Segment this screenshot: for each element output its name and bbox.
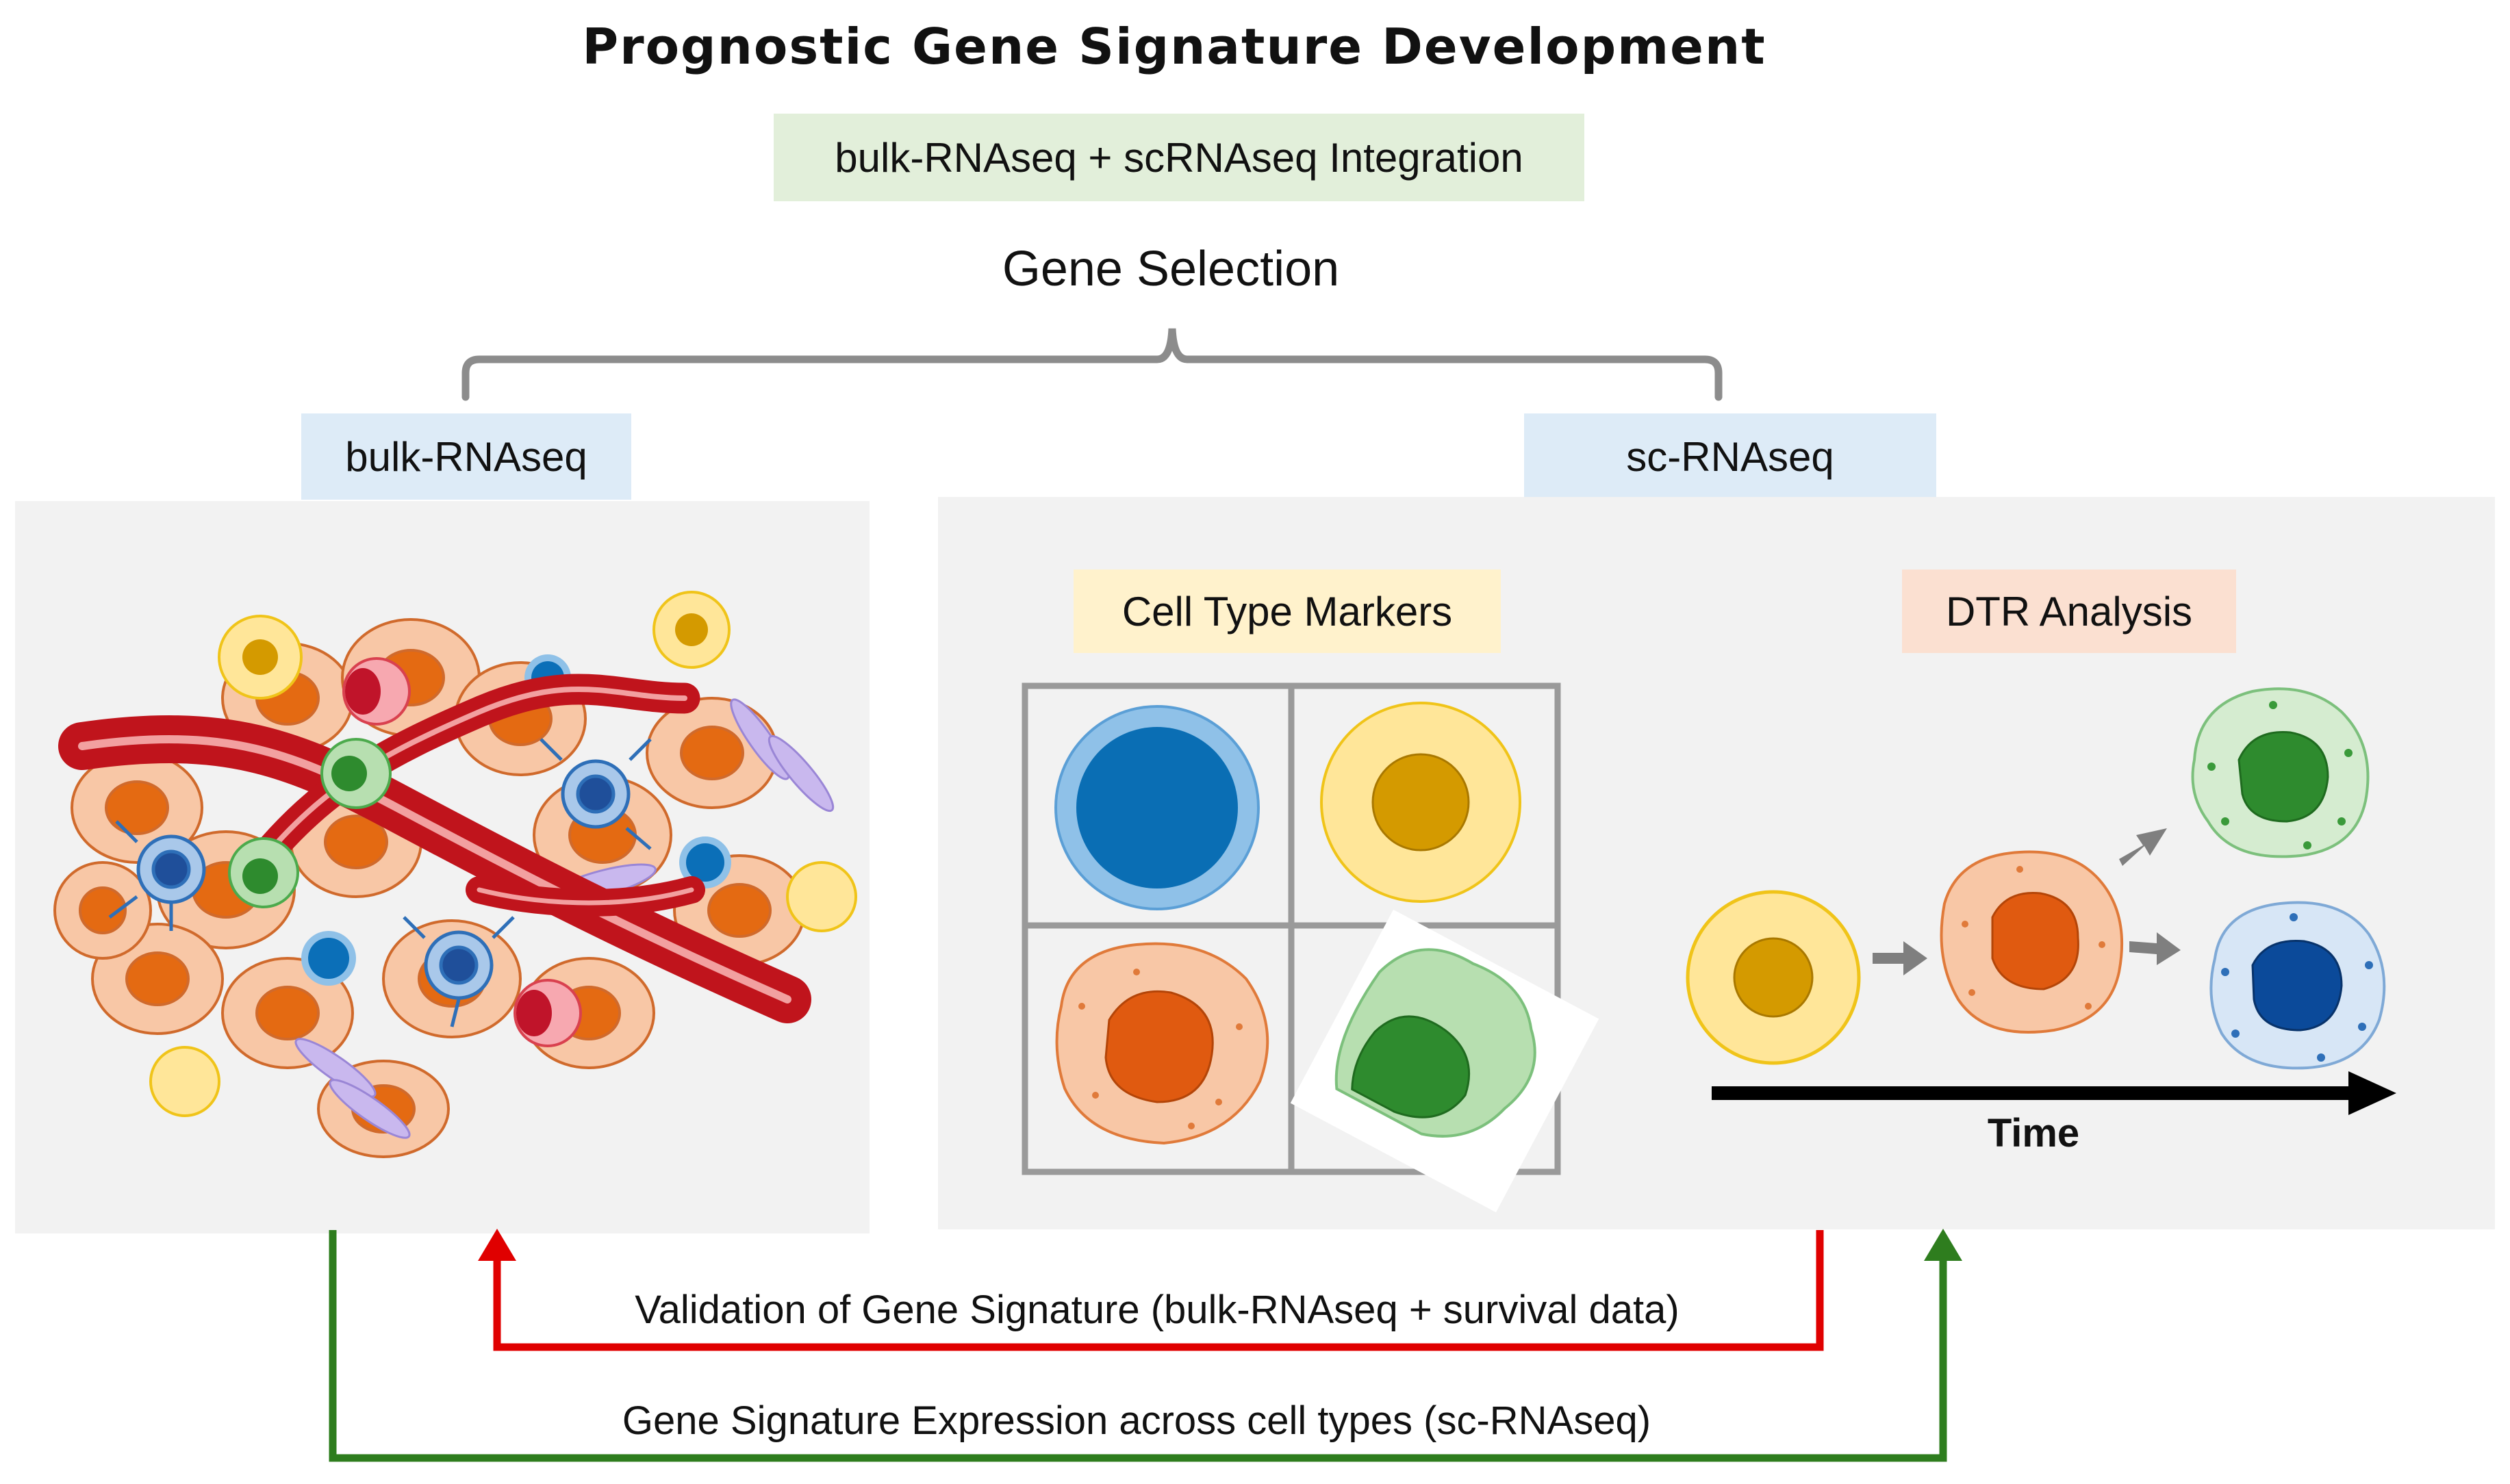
gene-selection-label: Gene Selection (1002, 242, 1340, 296)
expression-label: Gene Signature Expression across cell ty… (622, 1398, 1651, 1443)
time-arrow (1712, 1071, 2396, 1115)
lymphocyte-cell-icon (1054, 705, 1260, 910)
cell-type-markers-box: Cell Type Markers (1074, 570, 1501, 653)
dendritic-cells (108, 738, 652, 1027)
bulk-label-box: bulk-RNAseq (301, 413, 631, 500)
expression-arrow (329, 1230, 1947, 1462)
intermediate-tumor-cell-icon (1940, 850, 2124, 1034)
integration-label: bulk-RNAseq + scRNAseq Integration (835, 134, 1523, 181)
progenitor-cell-icon (1686, 890, 1861, 1065)
branch-arrows (2119, 828, 2181, 965)
validation-arrow (493, 1230, 1824, 1351)
expression-arrowhead (1924, 1229, 1962, 1261)
tumor-cell-icon (1055, 942, 1269, 1145)
sc-label: sc-RNAseq (1626, 433, 1834, 480)
dtr-analysis-box: DTR Analysis (1902, 570, 2236, 653)
red-cells (342, 657, 582, 1047)
validation-arrowhead (478, 1229, 516, 1261)
blood-vessel (58, 674, 811, 1023)
validation-label: Validation of Gene Signature (bulk-RNAse… (635, 1288, 1679, 1332)
cell-type-markers-label: Cell Type Markers (1121, 588, 1453, 635)
differentiated-blue-cell-icon (2209, 901, 2386, 1070)
time-label: Time (1987, 1111, 2080, 1155)
sc-label-box: sc-RNAseq (1524, 413, 1936, 500)
green-macrophages (228, 738, 392, 908)
yellow-cells (149, 591, 857, 1117)
dtr-analysis-label: DTR Analysis (1945, 588, 2193, 635)
differentiated-green-cell-icon (2191, 687, 2370, 858)
integration-box: bulk-RNAseq + scRNAseq Integration (774, 114, 1584, 201)
trajectory-arrow (1873, 941, 1927, 975)
macrophage-cell-icon (1290, 909, 1599, 1213)
yellow-cell-icon (1320, 702, 1521, 903)
diagram-title: Prognostic Gene Signature Development (582, 18, 1766, 75)
bulk-label: bulk-RNAseq (345, 433, 587, 480)
